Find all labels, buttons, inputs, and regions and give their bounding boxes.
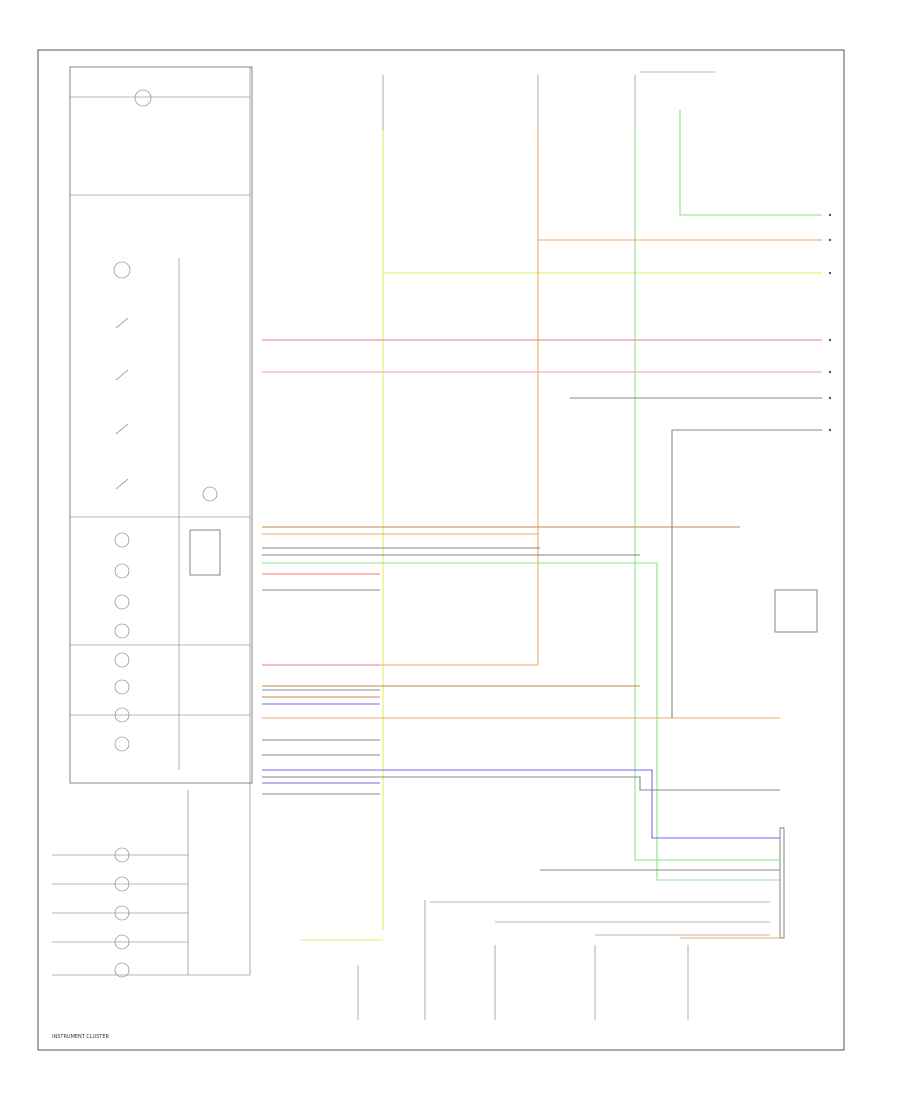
indicator-lamp-icon [114,594,130,610]
indicator-lamp-icon [114,532,130,548]
right-connector-block [779,827,785,939]
terminal-dot [828,238,832,242]
footer-label: INSTRUMENT CLUSTER [52,1034,110,1040]
wire-group [262,110,822,941]
terminal-dot [828,396,832,400]
indicator-lamp-icon [114,962,130,978]
indicator-lamp-icon [113,261,131,279]
instrument-cluster-box [69,66,253,784]
terminal-dot [828,271,832,275]
indicator-lamp-icon [114,679,130,695]
indicator-lamp-icon [114,736,130,752]
switch-contact-icon [115,423,129,435]
right-switch-module [774,589,818,633]
terminal-dots [828,213,832,432]
indicator-lamp-icon [114,563,130,579]
terminal-dot [828,213,832,217]
indicator-lamp-icon [134,89,152,107]
bottom-switch-bank [357,900,770,1020]
wire-gray-row [262,776,780,791]
terminal-dot [828,370,832,374]
switch-contact-icon [115,317,129,329]
indicator-lamp-icon [202,486,218,502]
terminal-dot [828,428,832,432]
switch-contact-icon [115,478,129,490]
cluster-indicators [113,89,218,978]
switch-contact-icon [115,369,129,381]
cluster-sub-module [189,529,221,576]
terminal-dot [828,338,832,342]
wire-green-return [262,562,780,881]
wire-green-loop [634,130,780,861]
cluster-separators [52,96,250,943]
page-frame [37,49,845,1051]
indicator-lamp-icon [114,623,130,639]
wire-blue-row [262,769,780,839]
wire-green-top [679,110,822,216]
indicator-lamp-icon [114,652,130,668]
fuse-feeds [382,71,715,130]
